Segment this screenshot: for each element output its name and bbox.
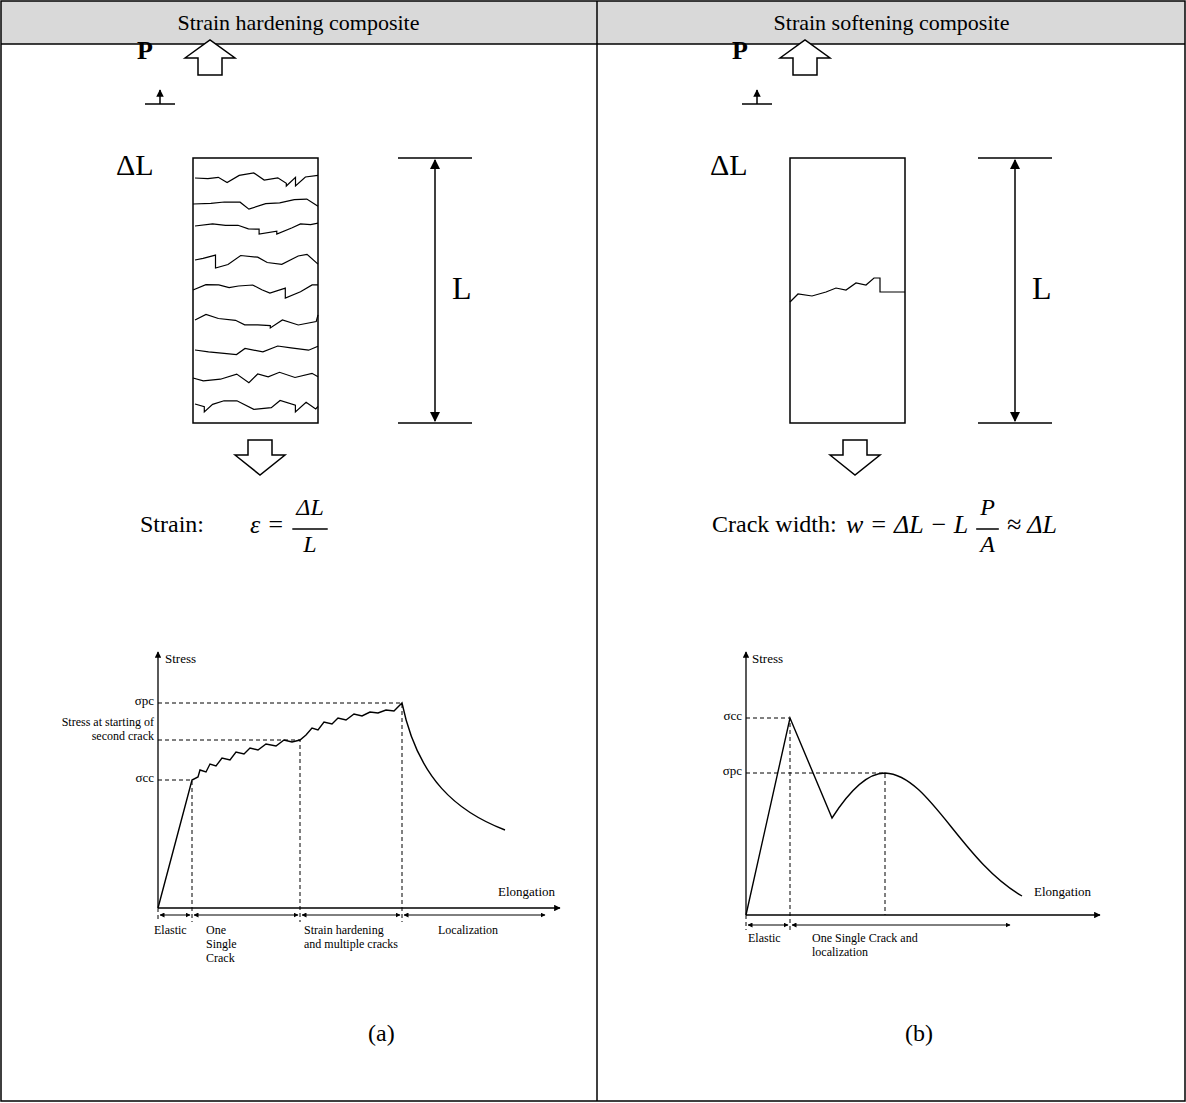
crack — [193, 372, 318, 382]
axis-value: σcc — [690, 709, 742, 724]
axis-value: σcc — [100, 771, 154, 786]
stage-label: Localization — [438, 924, 498, 938]
table-rule — [1, 43, 1185, 45]
panel-tag: (b) — [905, 1020, 933, 1048]
crack — [193, 285, 318, 298]
stage-arrows — [160, 915, 545, 916]
crack — [193, 199, 318, 209]
elongation-symbol: ΔL — [116, 148, 154, 183]
crack — [790, 278, 905, 302]
specimen — [790, 158, 905, 423]
crack — [195, 346, 318, 355]
length-dimension — [398, 158, 472, 423]
formula-label: Crack width: — [712, 511, 837, 539]
axis-note: Stress at starting of second crack — [40, 716, 154, 744]
fraction-bar — [292, 528, 327, 530]
crack — [195, 314, 318, 328]
guide-lines — [158, 703, 402, 922]
fraction-bar — [976, 528, 999, 530]
load-symbol: P — [732, 36, 748, 66]
formula-text: ε = — [250, 510, 284, 540]
formula-text: w = ΔL − L — [846, 510, 968, 540]
stage-label: One Single Crack and localization — [812, 932, 962, 960]
axis-value: σpc — [690, 764, 742, 779]
stage-arrows — [748, 925, 1010, 926]
axis-title: Stress — [165, 652, 196, 667]
elongation-symbol: ΔL — [710, 148, 748, 183]
fraction-denominator: A — [980, 531, 995, 559]
stage-label: One Single Crack — [206, 924, 258, 965]
specimen — [193, 158, 318, 423]
formula-text: ≈ ΔL — [1007, 510, 1057, 540]
formula-label: Strain: — [140, 511, 204, 539]
crack — [195, 173, 318, 186]
crack — [195, 254, 318, 268]
graph-axes — [746, 652, 1100, 915]
fraction-numerator: ΔL — [296, 494, 323, 522]
axis-value: σpc — [100, 694, 154, 709]
axis-title: Elongation — [1034, 885, 1091, 900]
graph-axes — [158, 652, 560, 908]
load-symbol: P — [137, 36, 153, 66]
table-rule — [596, 1, 598, 1101]
elongation-mark — [145, 90, 175, 104]
column-header: Strain hardening composite — [0, 10, 597, 35]
stress-curve — [746, 718, 1022, 915]
cracks — [193, 173, 318, 412]
stage-label: Elastic — [154, 924, 187, 938]
panel-tag: (a) — [368, 1020, 395, 1048]
column-header: Strain softening composite — [597, 10, 1186, 35]
elongation-mark — [742, 90, 772, 104]
fraction-denominator: L — [303, 531, 316, 559]
length-symbol: L — [1032, 270, 1052, 307]
stress-curve — [158, 703, 505, 908]
header-band — [1, 1, 1185, 44]
fraction-numerator: P — [980, 494, 995, 522]
stage-label: Strain hardening and multiple cracks — [304, 924, 402, 952]
axis-title: Stress — [752, 652, 783, 667]
crack — [195, 223, 318, 234]
length-dimension — [978, 158, 1052, 423]
length-symbol: L — [452, 270, 472, 307]
stage-label: Elastic — [748, 932, 781, 946]
crack — [195, 401, 318, 413]
axis-title: Elongation — [498, 885, 555, 900]
